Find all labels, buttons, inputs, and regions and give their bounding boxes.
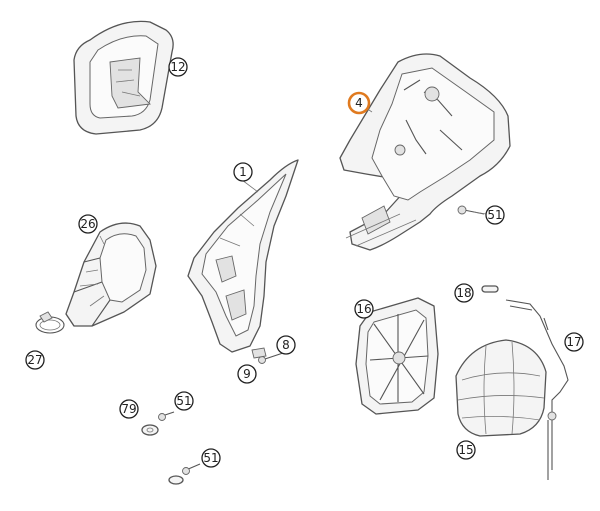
svg-text:15: 15 [458, 443, 473, 457]
svg-text:1: 1 [239, 165, 247, 179]
part-79-washer [141, 424, 159, 436]
svg-text:8: 8 [282, 338, 290, 352]
callout-16: 16 [354, 299, 374, 319]
callout-1: 1 [233, 162, 253, 182]
svg-text:18: 18 [456, 286, 471, 300]
callout-51-left: 51 [174, 391, 194, 411]
svg-text:4: 4 [355, 96, 363, 110]
svg-text:27: 27 [27, 353, 42, 367]
callout-27: 27 [25, 350, 45, 370]
part-27-hose-clamp [35, 311, 65, 334]
svg-text:9: 9 [243, 367, 251, 381]
callout-4: 4 [347, 91, 371, 115]
svg-text:79: 79 [121, 402, 136, 416]
callout-79: 79 [119, 399, 139, 419]
part-15-air-filter [455, 339, 547, 437]
callout-51-airbox: 51 [485, 205, 505, 225]
callout-18: 18 [454, 283, 474, 303]
part-18-pin [481, 285, 499, 293]
part-1-side-cover [187, 159, 299, 353]
part-26-filter-cage [65, 222, 157, 327]
svg-text:26: 26 [80, 217, 95, 231]
svg-text:17: 17 [566, 335, 581, 349]
part-51-screw-bottom [168, 463, 201, 485]
svg-text:16: 16 [356, 302, 371, 316]
callout-17: 17 [564, 332, 584, 352]
callout-15: 15 [456, 440, 476, 460]
callout-12: 12 [168, 57, 188, 77]
part-9-clip [251, 347, 267, 359]
part-17-filter-holder [505, 299, 569, 480]
callout-26: 26 [78, 214, 98, 234]
svg-text:51: 51 [176, 394, 191, 408]
part-4-airbox [339, 53, 511, 251]
svg-text:51: 51 [203, 451, 218, 465]
part-12-rubber-boot [73, 20, 174, 135]
part-16-filter-frame [355, 297, 439, 415]
svg-text:12: 12 [170, 60, 185, 74]
svg-text:51: 51 [487, 208, 502, 222]
callout-51-bottom: 51 [201, 448, 221, 468]
callout-8: 8 [276, 335, 296, 355]
part-51-screw-left [158, 411, 175, 421]
callout-9: 9 [237, 364, 257, 384]
